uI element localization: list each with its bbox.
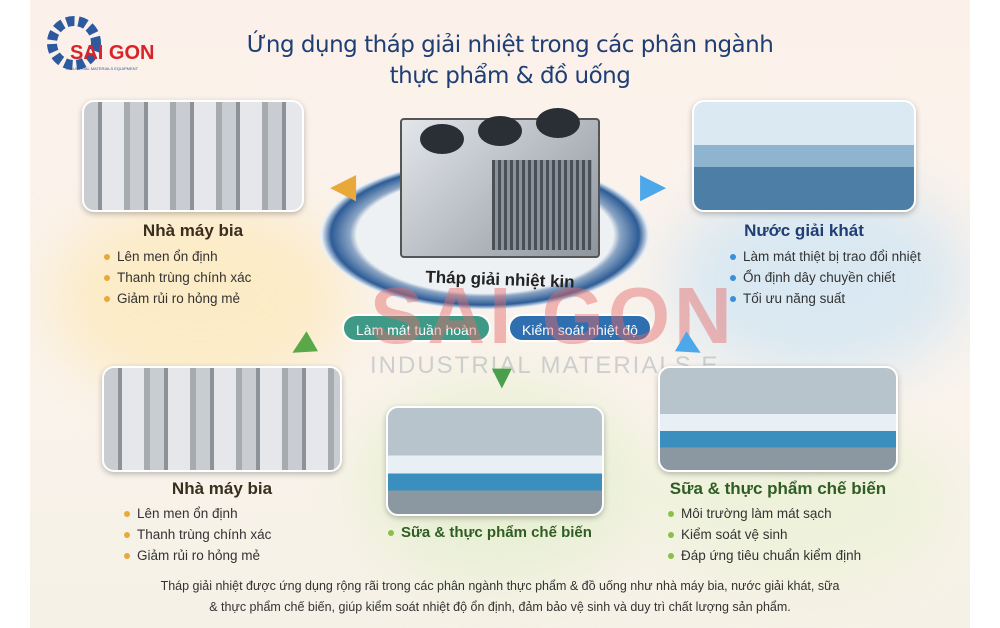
bottling-line-photo: [692, 100, 916, 212]
list-item: Đáp ứng tiêu chuẩn kiểm định: [666, 545, 861, 566]
infographic: SAI GON INDUSTRIAL MATERIALS EQUIPMENT Ứ…: [30, 0, 970, 628]
list-item: Lên men ổn định: [102, 246, 251, 267]
list-item: Ổn định dây chuyền chiết: [728, 267, 921, 288]
soft-drinks-benefits-list: Làm mát thiệt bị trao đổi nhiệt Ổn định …: [728, 246, 921, 309]
fan-icon: [536, 108, 580, 138]
footer-caption: Tháp giải nhiệt được ứng dụng rộng rãi t…: [90, 576, 910, 618]
brewery-benefits-list: Lên men ổn định Thanh trùng chính xác Gi…: [102, 246, 251, 309]
arrow-down-icon: ▼: [485, 358, 519, 396]
brewery-benefits-list-2: Lên men ổn định Thanh trùng chính xác Gi…: [122, 503, 271, 566]
title-line-2: thực phẩm & đồ uống: [389, 63, 631, 89]
list-item: Môi trường làm mát sạch: [666, 503, 861, 524]
bg-blob: [670, 180, 970, 380]
gear-icon: [47, 16, 101, 70]
coil-grille: [492, 160, 592, 250]
arrow-right-up-icon: ▶: [640, 167, 667, 205]
list-item: Thanh trùng chính xác: [102, 267, 251, 288]
list-item: Làm mát thiệt bị trao đổi nhiệt: [728, 246, 921, 267]
list-item: Tối ưu năng suất: [728, 288, 921, 309]
arrow-left-up-icon: ◀: [330, 167, 357, 205]
list-item: Lên men ổn định: [122, 503, 271, 524]
footer-line-2: & thực phẩm chế biến, giúp kiểm soát nhi…: [209, 600, 791, 614]
list-item: Giảm rủi ro hỏng mẻ: [122, 545, 271, 566]
pill-circulating-cooling: Làm mát tuần hoàn: [342, 314, 491, 342]
footer-line-1: Tháp giải nhiệt được ứng dụng rộng rãi t…: [160, 579, 840, 593]
fan-icon: [478, 116, 522, 146]
page-title: Ứng dụng tháp giải nhiệt trong các phân …: [180, 30, 840, 92]
pill-temperature-control: Kiểm soát nhiệt độ: [508, 314, 652, 342]
card-title-dairy: Sữa & thực phẩm chế biến: [669, 479, 887, 498]
brewery-tanks-photo: [82, 100, 304, 212]
logo: SAI GON INDUSTRIAL MATERIALS EQUIPMENT: [44, 14, 154, 74]
logo-tagline: INDUSTRIAL MATERIALS EQUIPMENT: [66, 66, 139, 71]
dairy-conveyor-photo: [386, 406, 604, 516]
card-title-brewery-2: Nhà máy bia: [171, 479, 273, 498]
card-title-brewery: Nhà máy bia: [142, 221, 244, 240]
list-item: Giảm rủi ro hỏng mẻ: [102, 288, 251, 309]
list-item: Sữa & thực phẩm chế biến: [386, 522, 592, 543]
list-item: Thanh trùng chính xác: [122, 524, 271, 545]
dairy-factory-photo: [658, 366, 898, 472]
fan-icon: [420, 124, 464, 154]
dairy-benefits-list: Môi trường làm mát sạch Kiểm soát vệ sin…: [666, 503, 861, 566]
logo-text: SAI GON: [70, 42, 155, 64]
cooling-tower-unit: [400, 108, 600, 258]
brewery-tanks-photo-2: [102, 366, 342, 472]
list-item: Kiểm soát vệ sinh: [666, 524, 861, 545]
card-title-soft-drinks: Nước giải khát: [744, 221, 864, 240]
title-line-1: Ứng dụng tháp giải nhiệt trong các phân …: [246, 32, 774, 58]
dairy-center-list: Sữa & thực phẩm chế biến: [386, 522, 592, 543]
